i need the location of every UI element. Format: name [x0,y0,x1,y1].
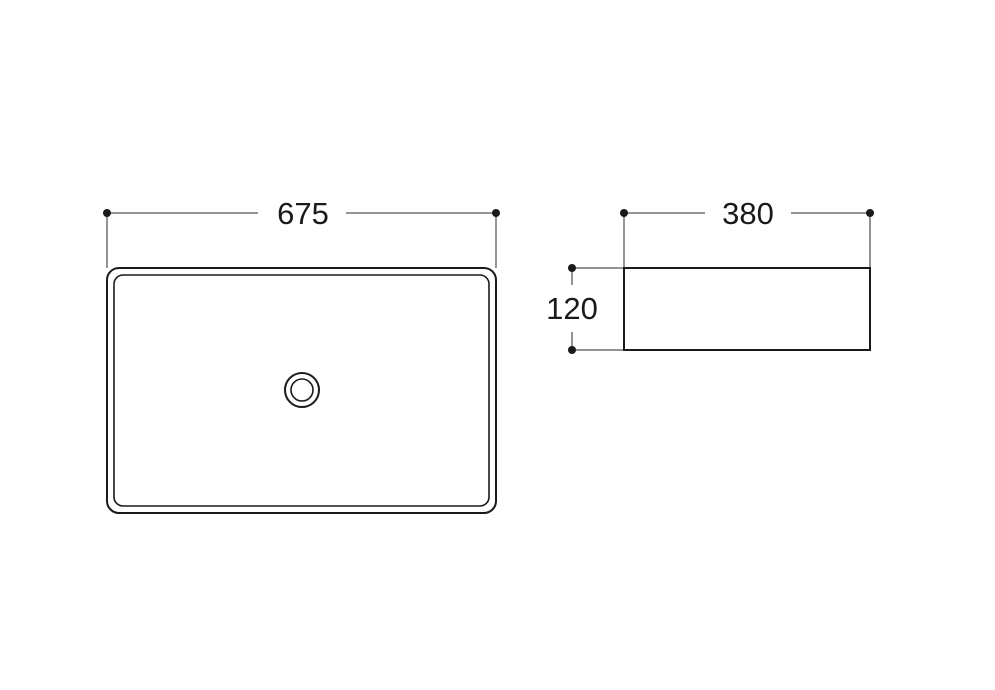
side-view-width-dimension: 380 [620,196,874,268]
basin-outer-rim [106,267,497,514]
basin-inner-bowl [113,274,490,507]
drain-inner-ring [290,378,314,402]
side-view-dimension-endpoint-left [620,209,628,217]
side-view-height-dimension: 120 [546,264,624,354]
basin-side-view [623,267,871,351]
top-view-width-dimension: 675 [103,196,500,268]
drain-outer-ring [284,372,320,408]
top-view-dimension-endpoint-left [103,209,111,217]
side-view-height-endpoint-bottom [568,346,576,354]
drain-icon [284,372,320,408]
side-view-height-endpoint-top [568,264,576,272]
top-view-width-label: 675 [277,196,329,231]
basin-top-view [106,267,497,514]
side-view-dimension-endpoint-right [866,209,874,217]
side-view-width-label: 380 [722,196,774,231]
top-view-dimension-endpoint-right [492,209,500,217]
side-view-height-label: 120 [546,291,598,326]
